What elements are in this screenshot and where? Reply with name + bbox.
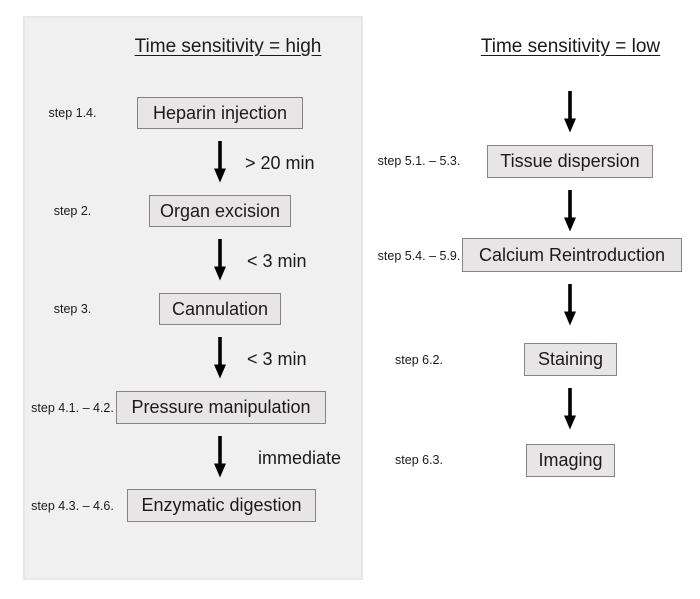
box-calcium-reintroduction: Calcium Reintroduction <box>462 238 682 272</box>
step-label-5-1-5-3: step 5.1. – 5.3. <box>377 154 461 168</box>
down-arrow-icon <box>561 91 579 133</box>
step-label-6-3: step 6.3. <box>395 453 443 467</box>
transition-time-3: < 3 min <box>247 349 307 369</box>
step-label-2: step 2. <box>53 204 92 218</box>
transition-time-1: > 20 min <box>245 153 315 173</box>
transition-time-4: immediate <box>258 448 342 468</box>
down-arrow-icon <box>561 284 579 326</box>
box-imaging: Imaging <box>526 444 615 477</box>
box-cannulation: Cannulation <box>159 293 281 325</box>
down-arrow-icon <box>211 239 229 281</box>
step-label-1-4: step 1.4. <box>48 106 97 120</box>
transition-time-2: < 3 min <box>247 251 307 271</box>
box-heparin-injection: Heparin injection <box>137 97 303 129</box>
down-arrow-icon <box>211 337 229 379</box>
left-column-title: Time sensitivity = high <box>134 36 322 57</box>
down-arrow-icon <box>561 190 579 232</box>
step-label-5-4-5-9: step 5.4. – 5.9. <box>377 249 461 263</box>
box-enzymatic-digestion: Enzymatic digestion <box>127 489 316 522</box>
down-arrow-icon <box>211 141 229 183</box>
step-label-3: step 3. <box>53 302 92 316</box>
box-pressure-manipulation: Pressure manipulation <box>116 391 326 424</box>
step-label-6-2: step 6.2. <box>395 353 443 367</box>
box-organ-excision: Organ excision <box>149 195 291 227</box>
right-column-title: Time sensitivity = low <box>480 36 661 57</box>
down-arrow-icon <box>211 436 229 478</box>
step-label-4-1-4-2: step 4.1. – 4.2. <box>31 401 114 415</box>
down-arrow-icon <box>561 388 579 430</box>
box-staining: Staining <box>524 343 617 376</box>
step-label-4-3-4-6: step 4.3. – 4.6. <box>31 499 114 513</box>
box-tissue-dispersion: Tissue dispersion <box>487 145 653 178</box>
